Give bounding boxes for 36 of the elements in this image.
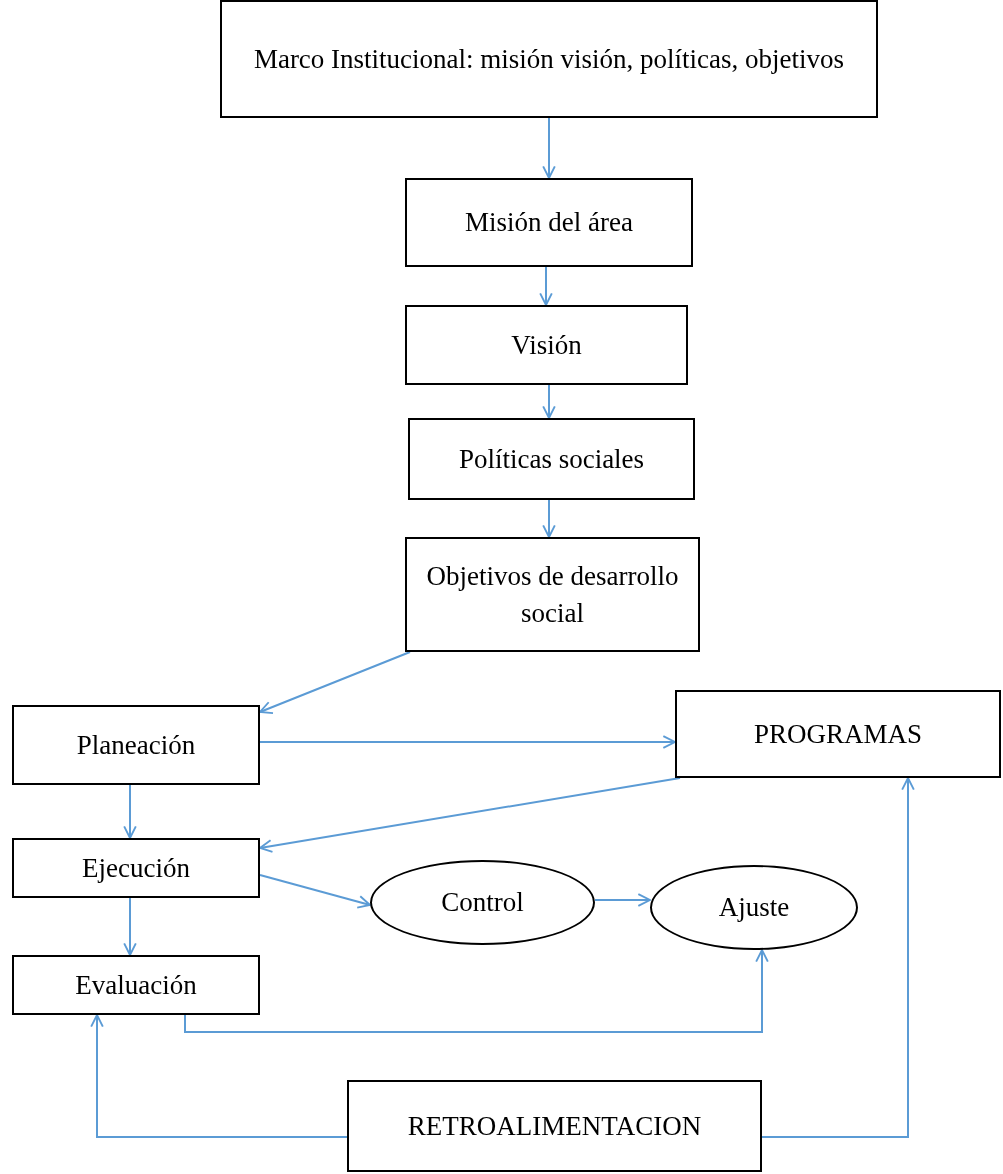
node-text: Políticas sociales (458, 442, 645, 476)
arrow (259, 874, 371, 909)
process-box (347, 1080, 762, 1172)
process-box (12, 705, 260, 785)
arrow (123, 897, 137, 956)
arrow (90, 1014, 348, 1138)
process-box (405, 537, 700, 652)
arrow (761, 777, 915, 1138)
arrow (259, 777, 681, 853)
arrow (542, 499, 556, 538)
arrow (184, 949, 769, 1033)
arrow (259, 735, 676, 749)
process-box (12, 838, 260, 898)
node-text: Misión del área (465, 206, 633, 240)
arrow (123, 784, 137, 839)
node-text: Ejecución (82, 851, 190, 885)
process-box (220, 0, 878, 118)
node-text: RETROALIMENTACION (407, 1109, 702, 1143)
arrow (594, 893, 651, 907)
node-text: Control (441, 886, 524, 920)
node-text: Visión (511, 328, 582, 362)
node-text: Ajuste (718, 891, 790, 925)
arrow (539, 266, 553, 306)
process-box (675, 690, 1001, 778)
arrow (542, 384, 556, 419)
node-text: Objetivos de desarrollo social (425, 560, 680, 630)
node-text: Evaluación (75, 968, 197, 1002)
node-text: Marco Institucional: misión visión, políticas, objetivos (253, 42, 845, 76)
process-box (408, 418, 695, 500)
process-box (405, 178, 693, 267)
process-box (405, 305, 688, 385)
arrow (542, 117, 556, 179)
arrow (259, 651, 411, 714)
process-box (12, 955, 260, 1015)
node-text: PROGRAMAS (753, 717, 923, 751)
node-text: Planeación (76, 728, 196, 762)
